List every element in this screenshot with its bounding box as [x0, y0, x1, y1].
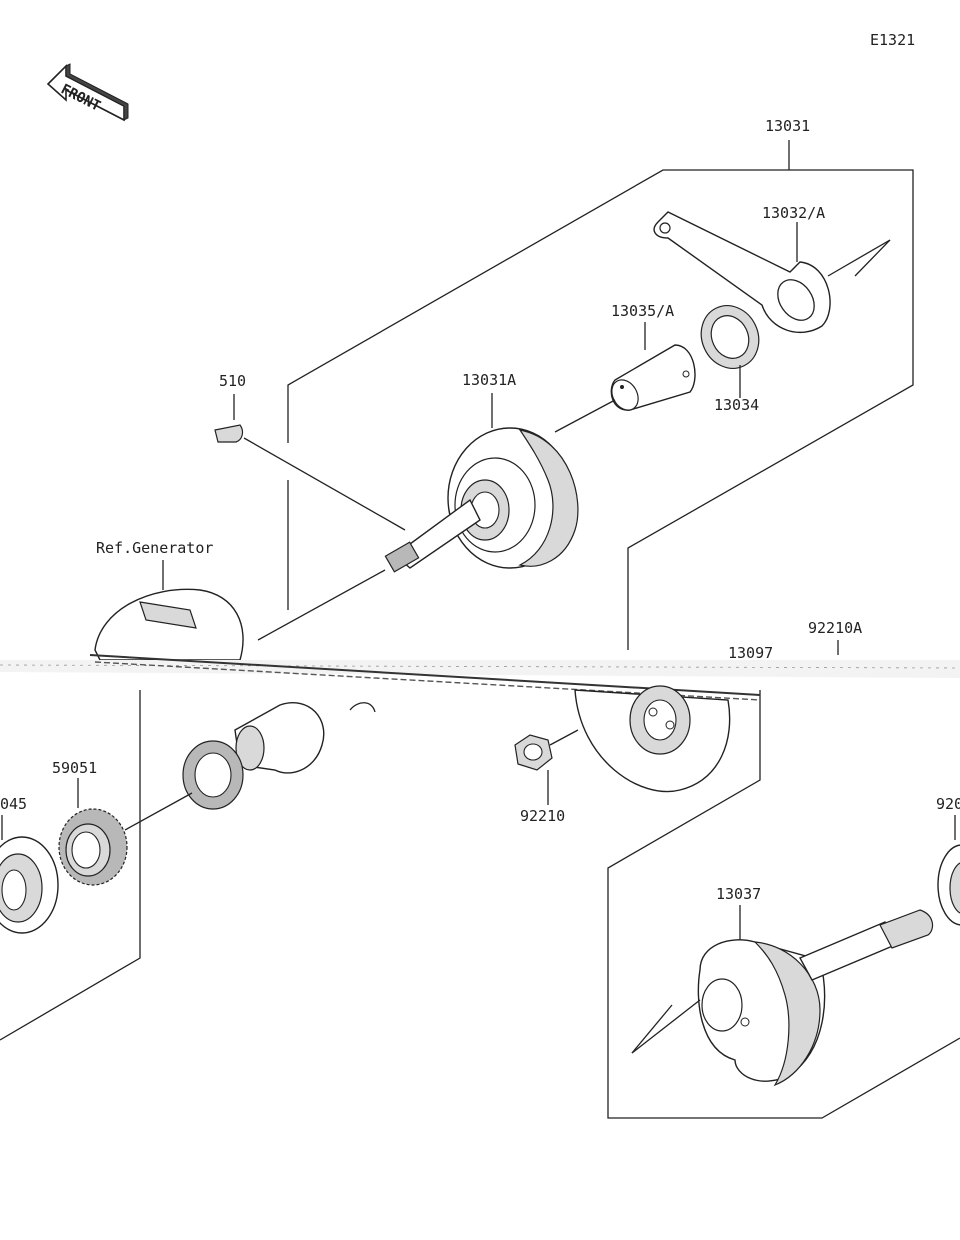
woodruff-key-510	[214, 394, 406, 531]
label-13031a: 13031A	[462, 371, 516, 389]
label-59051: 59051	[52, 759, 97, 777]
ball-bearing-right	[937, 815, 960, 926]
label-92210: 92210	[520, 807, 565, 825]
crank-half-lower	[574, 685, 731, 793]
connecting-rod-13032a	[653, 211, 891, 334]
scan-noise-band	[0, 654, 960, 701]
group-bracket-left	[0, 690, 141, 1041]
crank-half-13031a	[384, 393, 579, 573]
group-bracket-13031	[287, 140, 914, 650]
label-045: 045	[0, 795, 27, 813]
label-13031: 13031	[765, 117, 810, 135]
label-13035a: 13035/A	[611, 302, 674, 320]
axis-line-upper	[257, 569, 386, 641]
front-arrow-icon: FRONT	[46, 63, 129, 122]
crank-half-13037	[631, 905, 934, 1087]
group-bracket-13037	[607, 690, 960, 1119]
label-ref-generator: Ref.Generator	[96, 539, 213, 557]
ball-bearing-left	[0, 815, 59, 934]
needle-bearing-13034	[700, 305, 760, 398]
label-92210a: 92210A	[808, 619, 862, 637]
label-13037: 13037	[716, 885, 761, 903]
crank-pin-13035a	[554, 322, 696, 433]
diagram-id: E1321	[870, 31, 915, 49]
label-920: 920	[936, 795, 960, 813]
label-510: 510	[219, 372, 246, 390]
gear-59051	[58, 778, 193, 886]
shaft-gear-assembly	[182, 702, 376, 810]
generator-rotor	[94, 560, 244, 661]
label-13034: 13034	[714, 396, 759, 414]
label-13097: 13097	[728, 644, 773, 662]
label-13032a: 13032/A	[762, 204, 825, 222]
nut-92210	[514, 729, 579, 805]
